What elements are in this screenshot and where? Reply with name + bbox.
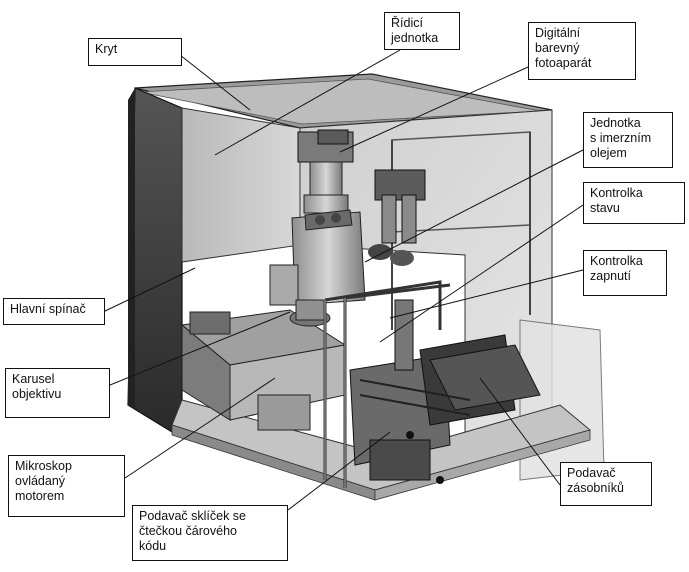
label-hlavni-spinac: Hlavní spínač: [3, 298, 105, 325]
label-podavac-zasobniku: Podavač zásobníků: [560, 462, 652, 506]
label-mikroskop-motorem: Mikroskop ovládaný motorem: [8, 455, 125, 517]
label-karusel-objektivu: Karusel objektivu: [5, 368, 110, 418]
label-podavac-sklicek: Podavač sklíček se čtečkou čárového kódu: [132, 505, 288, 561]
label-kontrolka-zapnuti: Kontrolka zapnutí: [583, 250, 667, 296]
microscope-assembly: [180, 129, 366, 431]
label-digitalni-fotoaparat: Digitální barevný fotoaparát: [528, 22, 636, 80]
label-kontrolka-stavu: Kontrolka stavu: [583, 182, 685, 224]
label-ridici-jednotka: Řídicí jednotka: [384, 12, 460, 50]
oil-unit: [368, 169, 426, 266]
slide-loader-mechanism: [349, 299, 541, 484]
label-imerzni-jednotka: Jednotka s imerzním olejem: [583, 112, 673, 168]
label-kryt: Kryt: [88, 38, 182, 66]
leader-lines: [102, 49, 584, 511]
front-frame-inner: [324, 298, 346, 488]
